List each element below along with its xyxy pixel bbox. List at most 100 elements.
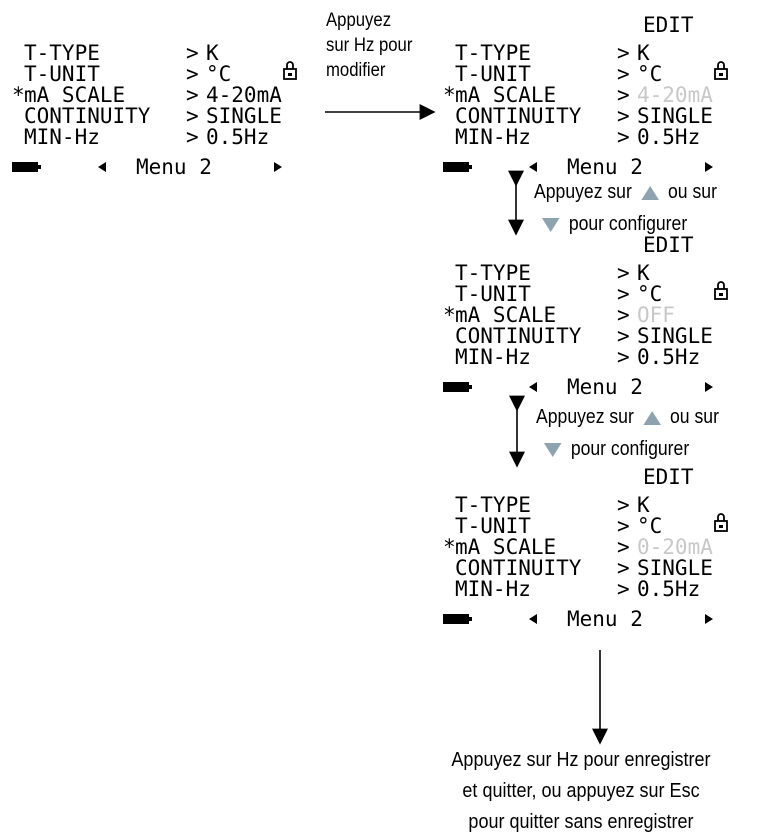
- row-label: T-TYPE: [455, 41, 531, 65]
- row-value: 4-20mA: [206, 83, 282, 107]
- row-label: CONTINUITY: [455, 324, 582, 348]
- caption-line: et quitter, ou appuyez sur Esc: [462, 780, 700, 802]
- row-label: MIN-Hz: [455, 345, 531, 369]
- caption-configure-1: Appuyez sur ou sur pour configurer: [534, 176, 717, 240]
- right-arrow-icon: [274, 162, 282, 172]
- row-value: °C: [637, 514, 662, 538]
- lock-icon: [283, 61, 297, 80]
- battery-icon: [443, 162, 472, 172]
- row-label: CONTINUITY: [455, 104, 582, 128]
- row-value: K: [206, 41, 219, 65]
- caption-text: Appuyez sur: [534, 181, 632, 203]
- row-separator: >: [617, 104, 630, 128]
- row-label: T-TYPE: [455, 493, 531, 517]
- row-separator: >: [186, 41, 199, 65]
- edit-label: EDIT: [643, 233, 694, 257]
- row-label: CONTINUITY: [455, 556, 582, 580]
- battery-icon: [443, 614, 472, 624]
- lock-icon: [714, 61, 728, 80]
- caption-line: Appuyez: [326, 10, 392, 31]
- row-value: 0.5Hz: [637, 125, 700, 149]
- row-separator: >: [617, 577, 630, 601]
- row-label: T-UNIT: [455, 62, 531, 86]
- caption-configure-2: Appuyez sur ou sur pour configurer: [536, 401, 719, 465]
- caption-text: ou sur: [668, 181, 717, 203]
- row-value: 0-20mA: [637, 535, 713, 559]
- row-value: °C: [637, 62, 662, 86]
- row-value: °C: [206, 62, 231, 86]
- row-label: MIN-Hz: [455, 577, 531, 601]
- row-separator: >: [186, 104, 199, 128]
- caption-line: sur Hz pour: [326, 35, 413, 56]
- row-value: SINGLE: [206, 104, 282, 128]
- row-value: 0.5Hz: [637, 345, 700, 369]
- caption-press-hz: Appuyez sur Hz pour modifier: [326, 8, 412, 83]
- lock-icon: [714, 281, 728, 300]
- row-label: T-UNIT: [455, 514, 531, 538]
- row-value: OFF: [637, 303, 675, 327]
- row-separator: >: [186, 125, 199, 149]
- row-separator: >: [617, 41, 630, 65]
- row-separator: >: [617, 535, 630, 559]
- row-marker: *: [12, 83, 25, 107]
- battery-icon: [12, 162, 41, 172]
- row-label: CONTINUITY: [24, 104, 151, 128]
- caption-line: Appuyez sur Hz pour enregistrer: [451, 749, 711, 771]
- menu-label: Menu 2: [136, 155, 212, 179]
- row-marker: *: [443, 303, 456, 327]
- battery-icon: [443, 382, 472, 392]
- caption-line: pour quitter sans enregistrer: [468, 811, 694, 833]
- row-value: 4-20mA: [637, 83, 713, 107]
- row-label: T-UNIT: [24, 62, 100, 86]
- row-value: K: [637, 41, 650, 65]
- caption-save-exit: Appuyez sur Hz pour enregistrer et quitt…: [410, 745, 752, 838]
- caption-text: pour configurer: [570, 438, 690, 460]
- menu-label: Menu 2: [567, 375, 643, 399]
- row-label: T-UNIT: [455, 282, 531, 306]
- row-label: MIN-Hz: [455, 125, 531, 149]
- edit-label: EDIT: [643, 465, 694, 489]
- left-arrow-icon: [98, 162, 106, 172]
- up-triangle-icon: [641, 185, 659, 200]
- lcd-display: T-TYPE>KT-UNIT>°C*mA SCALE>4-20mACONTINU…: [12, 41, 297, 179]
- right-arrow-icon: [705, 614, 713, 624]
- row-value: K: [637, 493, 650, 517]
- row-label: MIN-Hz: [24, 125, 100, 149]
- row-value: SINGLE: [637, 104, 713, 128]
- menu-label: Menu 2: [567, 155, 643, 179]
- row-label: T-TYPE: [455, 261, 531, 285]
- row-separator: >: [617, 303, 630, 327]
- right-arrow-icon: [705, 162, 713, 172]
- row-marker: *: [443, 535, 456, 559]
- row-value: 0.5Hz: [206, 125, 269, 149]
- left-arrow-icon: [529, 162, 537, 172]
- row-marker: *: [443, 83, 456, 107]
- row-separator: >: [186, 83, 199, 107]
- row-value: SINGLE: [637, 556, 713, 580]
- row-separator: >: [617, 493, 630, 517]
- row-separator: >: [617, 83, 630, 107]
- caption-text: pour configurer: [568, 213, 688, 235]
- row-label: mA SCALE: [455, 303, 556, 327]
- row-separator: >: [617, 556, 630, 580]
- row-separator: >: [617, 514, 630, 538]
- row-separator: >: [617, 125, 630, 149]
- row-value: 0.5Hz: [637, 577, 700, 601]
- row-value: K: [637, 261, 650, 285]
- row-value: SINGLE: [637, 324, 713, 348]
- row-separator: >: [617, 345, 630, 369]
- menu-label: Menu 2: [567, 607, 643, 631]
- caption-line: modifier: [326, 60, 386, 81]
- down-triangle-icon: [541, 217, 560, 232]
- row-separator: >: [617, 261, 630, 285]
- row-label: mA SCALE: [24, 83, 125, 107]
- lock-icon: [714, 513, 728, 532]
- row-separator: >: [617, 282, 630, 306]
